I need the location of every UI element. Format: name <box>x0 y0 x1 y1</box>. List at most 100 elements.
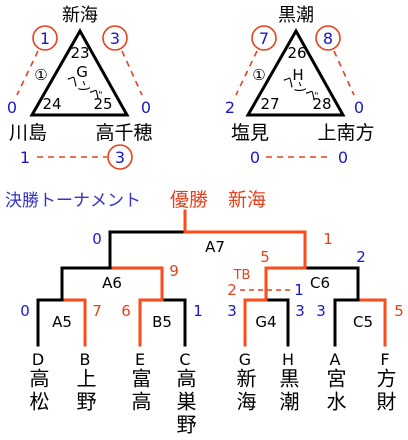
score-left-vs-right-left: 1 <box>20 148 30 167</box>
score-top-vs-left-left: 2 <box>225 98 235 117</box>
group-marker: ① <box>252 66 265 84</box>
bracket-line-c6-left <box>264 266 307 302</box>
group-top-team: 黒潮 <box>278 5 314 26</box>
bracket-seeds: D B E C G H A F <box>32 350 390 369</box>
team-seed: F <box>380 350 389 369</box>
match-number-left: 24 <box>42 95 61 113</box>
bracket-line-a7-right <box>183 230 307 270</box>
team-name: 高巣野 <box>173 368 197 437</box>
bracket-line-b5-left <box>138 298 164 347</box>
tiebreak-label: TB <box>233 268 251 283</box>
group-g: 新海 23 G ヘンベ 24 25 ① 1 0 3 0 1 3 川島 高千穂 <box>7 5 153 170</box>
champion-name: 新海 <box>228 189 266 211</box>
result-line-top-right <box>121 50 143 96</box>
team-seed: D <box>32 350 44 369</box>
result-line-top-right <box>333 50 355 96</box>
group-marker: ① <box>34 66 47 84</box>
winner-circle <box>32 25 58 51</box>
team-name: 高松 <box>26 368 50 414</box>
group-label: H <box>292 66 303 84</box>
match-score-left: 3 <box>227 302 237 320</box>
bracket-line-a5-right <box>60 298 87 347</box>
match-number-right: 28 <box>312 95 331 113</box>
tiebreak-score-left: 2 <box>227 281 237 299</box>
match-score-left: 3 <box>316 302 326 320</box>
bracket-line-a6-right <box>108 266 164 302</box>
champion-label: 優勝 <box>170 189 208 211</box>
match-score-right: 1 <box>323 230 333 248</box>
match-label: C6 <box>310 274 330 292</box>
group-h: 黒潮 26 H ヘンベ 27 28 ① 7 2 8 0 0 0 塩見 上南方 <box>225 5 375 167</box>
result-line-top-left <box>235 50 258 96</box>
bracket-line-b5-right <box>160 298 187 347</box>
team-name: 黒潮 <box>276 368 300 414</box>
bracket-labels: A7 0 1 A6 9 C6 5 2 TB 2 1 A5 0 7 B5 6 1 … <box>20 230 404 331</box>
score-top-vs-right-top: 3 <box>110 29 120 48</box>
team-seed: A <box>330 350 341 369</box>
score-top-vs-left-left: 0 <box>7 98 17 117</box>
match-score-right: 7 <box>92 302 102 320</box>
score-left-vs-right-right: 3 <box>115 148 125 167</box>
score-top-vs-left-top: 1 <box>40 29 50 48</box>
bracket-line-g4-right <box>264 298 290 347</box>
group-triangle <box>245 27 346 117</box>
match-score-left: 6 <box>121 302 131 320</box>
tiebreak-score-right: 1 <box>294 281 304 299</box>
team-seed: E <box>135 350 145 369</box>
match-score-right: 1 <box>193 302 203 320</box>
group-right-team: 高千穂 <box>95 122 152 144</box>
match-number-top: 23 <box>70 44 89 62</box>
group-left-team: 川島 <box>9 122 47 144</box>
match-score-right: 9 <box>169 262 179 280</box>
team-seed: B <box>80 350 91 369</box>
group-left-team: 塩見 <box>231 122 269 144</box>
bracket-line-a5-left <box>36 298 64 347</box>
score-top-vs-right-right: 0 <box>354 98 364 117</box>
team-name: 新海 <box>233 368 257 414</box>
bracket-line-c6-right <box>303 266 360 302</box>
match-label: A6 <box>102 274 122 292</box>
team-name: 富高 <box>128 368 152 414</box>
group-label: G <box>76 63 88 81</box>
match-score-right: 2 <box>356 248 366 266</box>
winner-circle <box>315 25 341 51</box>
bracket-line-a6-left <box>60 266 112 302</box>
score-top-vs-right-right: 0 <box>141 98 151 117</box>
bracket-line-c5-right <box>356 298 387 347</box>
team-name: 宮水 <box>323 368 347 414</box>
group-right-team: 上南方 <box>317 122 374 144</box>
team-name: 上野 <box>73 368 97 414</box>
knockout-title: 決勝トーナメント <box>5 191 141 211</box>
match-label: B5 <box>152 313 172 331</box>
bracket-line-c5-left <box>333 298 360 347</box>
winner-circle <box>102 25 128 51</box>
winner-circle <box>107 144 133 170</box>
team-name: 方財 <box>373 368 397 414</box>
match-number-left: 27 <box>260 95 279 113</box>
bracket-lines <box>36 209 387 347</box>
score-top-vs-right-top: 8 <box>323 29 333 48</box>
match-label: A5 <box>52 313 72 331</box>
team-seed: H <box>282 350 294 369</box>
match-label: G4 <box>255 313 276 331</box>
match-label: C5 <box>353 313 373 331</box>
team-seed: C <box>179 350 190 369</box>
match-number-right: 25 <box>93 95 112 113</box>
match-score-left: 0 <box>92 230 102 248</box>
match-number-top: 26 <box>287 44 306 62</box>
result-line-top-left <box>16 50 39 96</box>
match-score-right: 5 <box>394 302 404 320</box>
group-triangle <box>29 27 130 117</box>
match-score-left: 0 <box>20 302 30 320</box>
score-left-vs-right-left: 0 <box>250 148 260 167</box>
score-top-vs-left-top: 7 <box>259 29 269 48</box>
bracket-line-a7-left <box>108 230 187 270</box>
match-score-right: 3 <box>295 302 305 320</box>
group-top-team: 新海 <box>62 5 98 26</box>
bracket-line-g4-left <box>243 298 268 347</box>
team-seed: G <box>239 350 251 369</box>
winner-circle <box>251 25 277 51</box>
match-label: A7 <box>205 238 225 256</box>
